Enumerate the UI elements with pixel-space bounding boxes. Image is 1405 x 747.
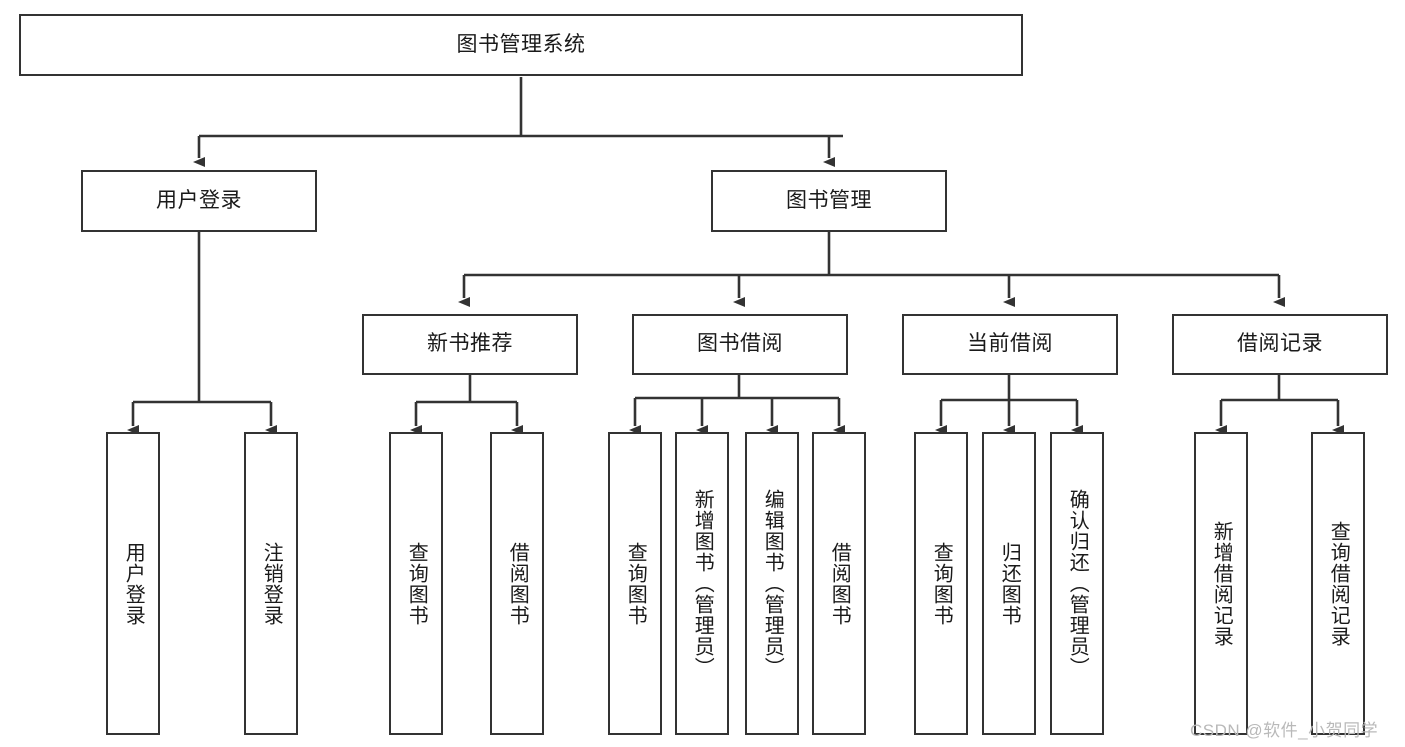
leaf-book-borrow-1[interactable]: 查询图书 <box>608 432 662 735</box>
node-root[interactable]: 图书管理系统 <box>19 14 1023 76</box>
node-current-borrow[interactable]: 当前借阅 <box>902 314 1118 375</box>
node-book-manage-label: 图书管理 <box>786 188 872 212</box>
leaf-borrow-record-1[interactable]: 新增借阅记录 <box>1194 432 1248 735</box>
leaf-book-borrow-2[interactable]: 新增图书（管理员） <box>675 432 729 735</box>
node-current-borrow-label: 当前借阅 <box>967 332 1053 356</box>
leaf-user-login-2-label: 注销登录 <box>260 541 283 626</box>
leaf-book-borrow-1-label: 查询图书 <box>624 541 647 626</box>
leaf-user-login-1[interactable]: 用户登录 <box>106 432 160 735</box>
leaf-book-borrow-2-label: 新增图书（管理员） <box>691 489 714 678</box>
leaf-borrow-record-2-label: 查询借阅记录 <box>1327 520 1350 647</box>
leaf-current-borrow-1[interactable]: 查询图书 <box>914 432 968 735</box>
leaf-user-login-1-label: 用户登录 <box>122 541 145 626</box>
node-root-label: 图书管理系统 <box>456 32 586 56</box>
node-book-borrow-label: 图书借阅 <box>697 332 783 356</box>
node-user-login-label: 用户登录 <box>156 188 242 212</box>
leaf-new-book-2-label: 借阅图书 <box>506 541 529 626</box>
leaf-user-login-2[interactable]: 注销登录 <box>244 432 298 735</box>
leaf-book-borrow-4[interactable]: 借阅图书 <box>812 432 866 735</box>
node-new-book-recommend-label: 新书推荐 <box>427 332 513 356</box>
watermark-text: CSDN @软件_小贺同学 <box>1190 721 1379 740</box>
leaf-book-borrow-3-label: 编辑图书（管理员） <box>761 489 784 678</box>
leaf-new-book-1[interactable]: 查询图书 <box>389 432 443 735</box>
node-book-borrow[interactable]: 图书借阅 <box>632 314 848 375</box>
leaf-current-borrow-2[interactable]: 归还图书 <box>982 432 1036 735</box>
leaf-borrow-record-2[interactable]: 查询借阅记录 <box>1311 432 1365 735</box>
node-user-login[interactable]: 用户登录 <box>81 170 317 232</box>
node-borrow-record[interactable]: 借阅记录 <box>1172 314 1388 375</box>
node-book-manage[interactable]: 图书管理 <box>711 170 947 232</box>
leaf-new-book-1-label: 查询图书 <box>405 541 428 626</box>
leaf-borrow-record-1-label: 新增借阅记录 <box>1210 520 1233 647</box>
leaf-book-borrow-4-label: 借阅图书 <box>828 541 851 626</box>
node-new-book-recommend[interactable]: 新书推荐 <box>362 314 578 375</box>
leaf-current-borrow-2-label: 归还图书 <box>998 541 1021 626</box>
leaf-book-borrow-3[interactable]: 编辑图书（管理员） <box>745 432 799 735</box>
node-borrow-record-label: 借阅记录 <box>1237 332 1323 356</box>
leaf-current-borrow-1-label: 查询图书 <box>930 541 953 626</box>
leaf-new-book-2[interactable]: 借阅图书 <box>490 432 544 735</box>
leaf-current-borrow-3[interactable]: 确认归还（管理员） <box>1050 432 1104 735</box>
leaf-current-borrow-3-label: 确认归还（管理员） <box>1066 489 1089 678</box>
